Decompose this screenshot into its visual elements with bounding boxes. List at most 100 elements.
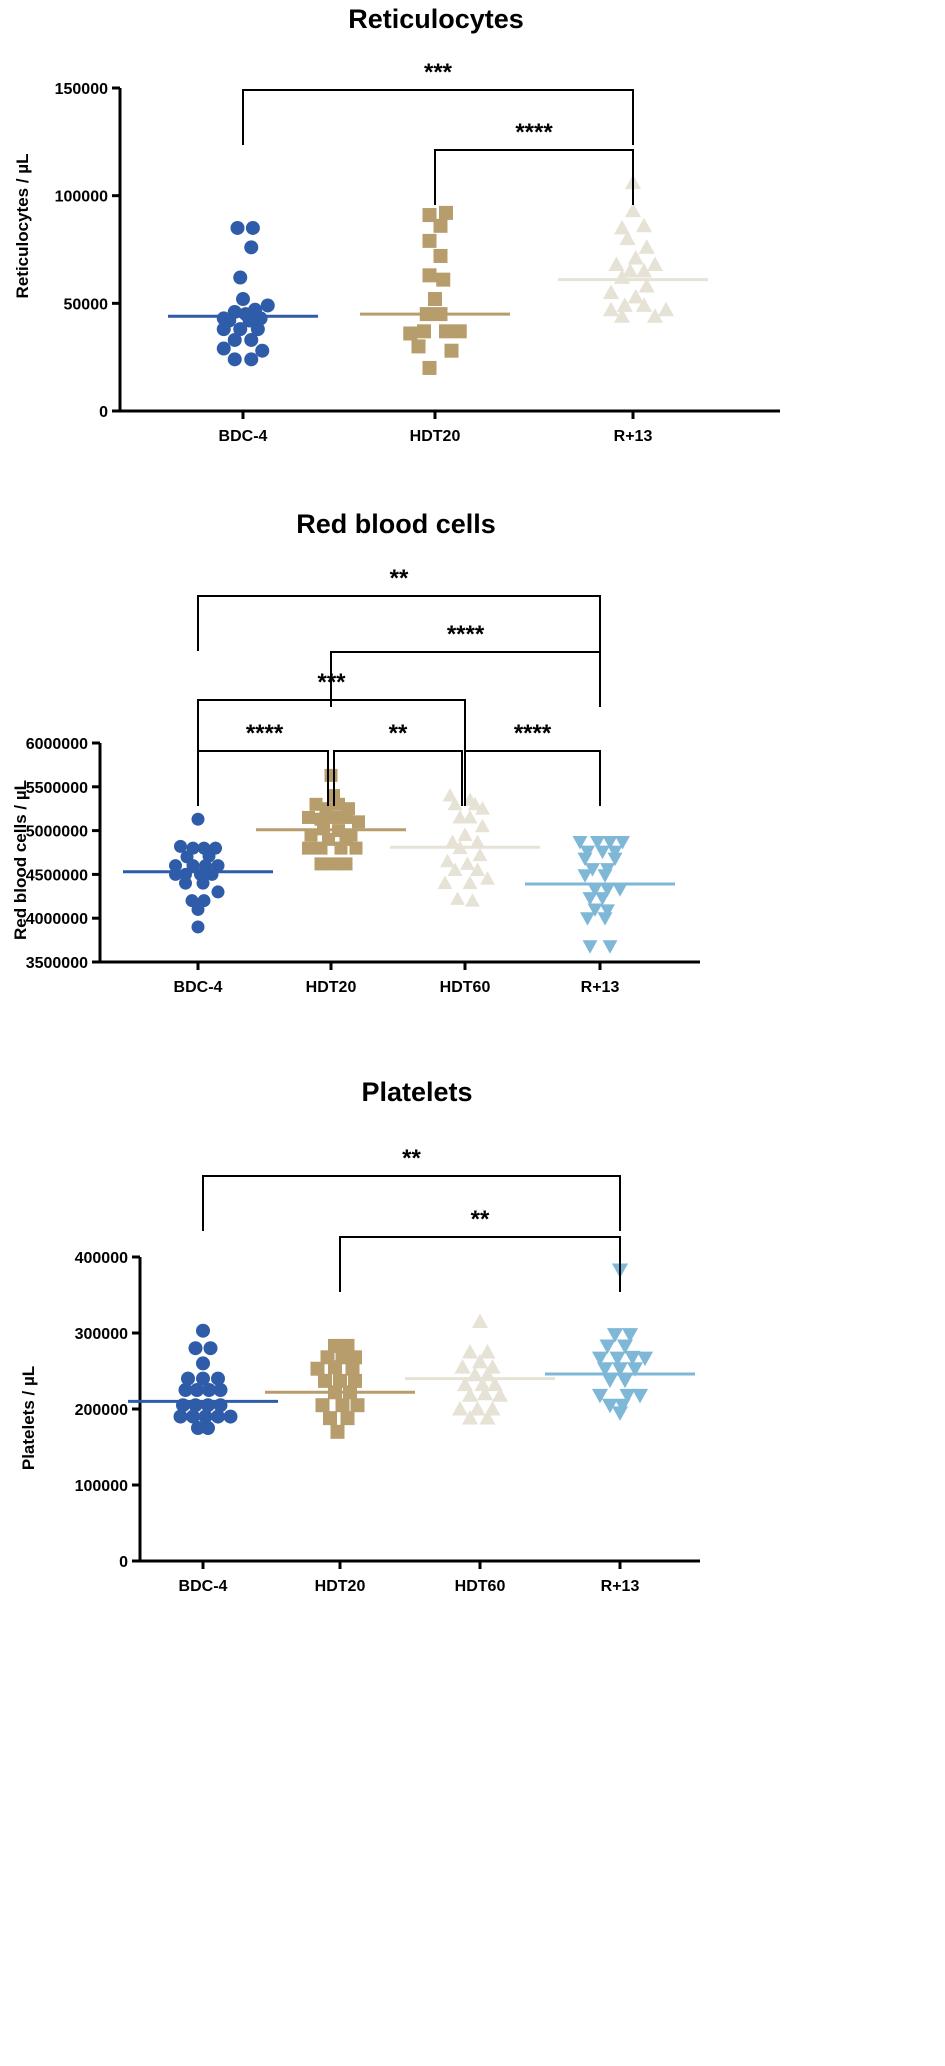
data-point [580, 845, 595, 860]
data-point [636, 1351, 654, 1367]
data-point [471, 1313, 489, 1329]
data-point [486, 1376, 504, 1392]
data-point [457, 827, 473, 841]
data-point [196, 876, 210, 890]
x-category-label: R+13 [614, 428, 653, 445]
data-point [233, 270, 248, 285]
significance-label: ** [390, 565, 409, 592]
data-point [191, 812, 205, 826]
data-point [304, 828, 318, 842]
data-point [302, 810, 315, 824]
significance-bracket [197, 750, 329, 806]
data-point [577, 869, 593, 883]
data-point [422, 233, 437, 248]
data-point [352, 815, 365, 829]
y-axis-label: Platelets / µL [19, 1366, 38, 1470]
data-point [436, 272, 451, 287]
data-point [587, 883, 603, 897]
significance-label: **** [447, 621, 485, 648]
data-point [608, 256, 625, 272]
data-point [260, 298, 275, 313]
data-point [595, 845, 610, 860]
data-point [602, 940, 618, 954]
data-point [465, 893, 480, 907]
data-point [616, 1373, 634, 1389]
data-point [314, 857, 328, 871]
y-tick-label: 0 [119, 1554, 128, 1571]
data-point [302, 841, 315, 855]
data-point [310, 1361, 325, 1376]
significance-bracket [330, 651, 601, 707]
data-point [613, 308, 631, 323]
data-point [174, 839, 187, 853]
y-tick-label: 4500000 [26, 867, 88, 884]
data-point [635, 297, 653, 312]
data-point [602, 301, 620, 317]
data-point [621, 1328, 639, 1343]
data-point [422, 268, 437, 283]
data-point [211, 885, 225, 899]
data-point [476, 1385, 494, 1401]
data-point [638, 239, 655, 254]
data-point [635, 217, 653, 233]
data-point [582, 892, 598, 906]
significance-label: **** [515, 119, 553, 146]
data-point [585, 863, 600, 877]
data-point [471, 1353, 489, 1369]
data-point [216, 322, 231, 337]
data-point [646, 308, 664, 323]
data-point [422, 360, 437, 375]
y-tick-label: 100000 [55, 189, 108, 206]
data-point [213, 1383, 228, 1397]
y-tick-label: 200000 [75, 1402, 128, 1419]
significance-label: ** [402, 1145, 421, 1172]
significance-label: *** [424, 59, 453, 86]
data-point [657, 301, 675, 317]
data-point [196, 1371, 210, 1386]
data-point [638, 278, 655, 293]
data-point [417, 324, 431, 339]
data-point [591, 1388, 609, 1404]
data-point [440, 853, 455, 868]
data-point [245, 220, 260, 235]
data-point [327, 810, 340, 824]
data-point [178, 1383, 193, 1397]
data-point [602, 284, 620, 300]
x-category-label: BDC-4 [219, 428, 268, 445]
data-point [411, 339, 426, 354]
data-point [616, 1339, 634, 1354]
y-tick-label: 150000 [55, 81, 108, 98]
y-tick-label: 4000000 [26, 911, 88, 928]
data-point [469, 1400, 486, 1416]
data-point [233, 322, 248, 337]
data-point [349, 841, 363, 855]
data-point [596, 1362, 614, 1377]
data-point [340, 1338, 355, 1353]
data-point [328, 1360, 342, 1375]
data-point [461, 1387, 479, 1402]
data-point [186, 1409, 200, 1424]
data-point [635, 262, 653, 278]
chart-title: Reticulocytes [348, 4, 524, 34]
x-category-label: R+13 [581, 979, 620, 996]
data-point [255, 343, 270, 358]
data-point [211, 1371, 225, 1386]
data-point [595, 892, 610, 906]
data-point [211, 1409, 225, 1424]
significance-bracket [464, 750, 601, 806]
data-point [335, 1398, 350, 1413]
data-point [439, 324, 453, 339]
x-category-label: HDT20 [315, 1578, 366, 1595]
chart-reticulocytes: Reticulocytes Reticulocytes / µL 0 50000… [13, 4, 780, 445]
data-point [470, 862, 485, 876]
data-point [609, 1351, 626, 1367]
data-point [250, 322, 265, 337]
y-tick-label: 0 [99, 404, 108, 421]
data-point [479, 1343, 496, 1359]
data-point [452, 324, 467, 339]
data-point [472, 847, 488, 862]
data-point [587, 903, 603, 917]
chart-title: Platelets [361, 1077, 472, 1107]
data-point [452, 809, 468, 824]
data-point [461, 1343, 479, 1359]
